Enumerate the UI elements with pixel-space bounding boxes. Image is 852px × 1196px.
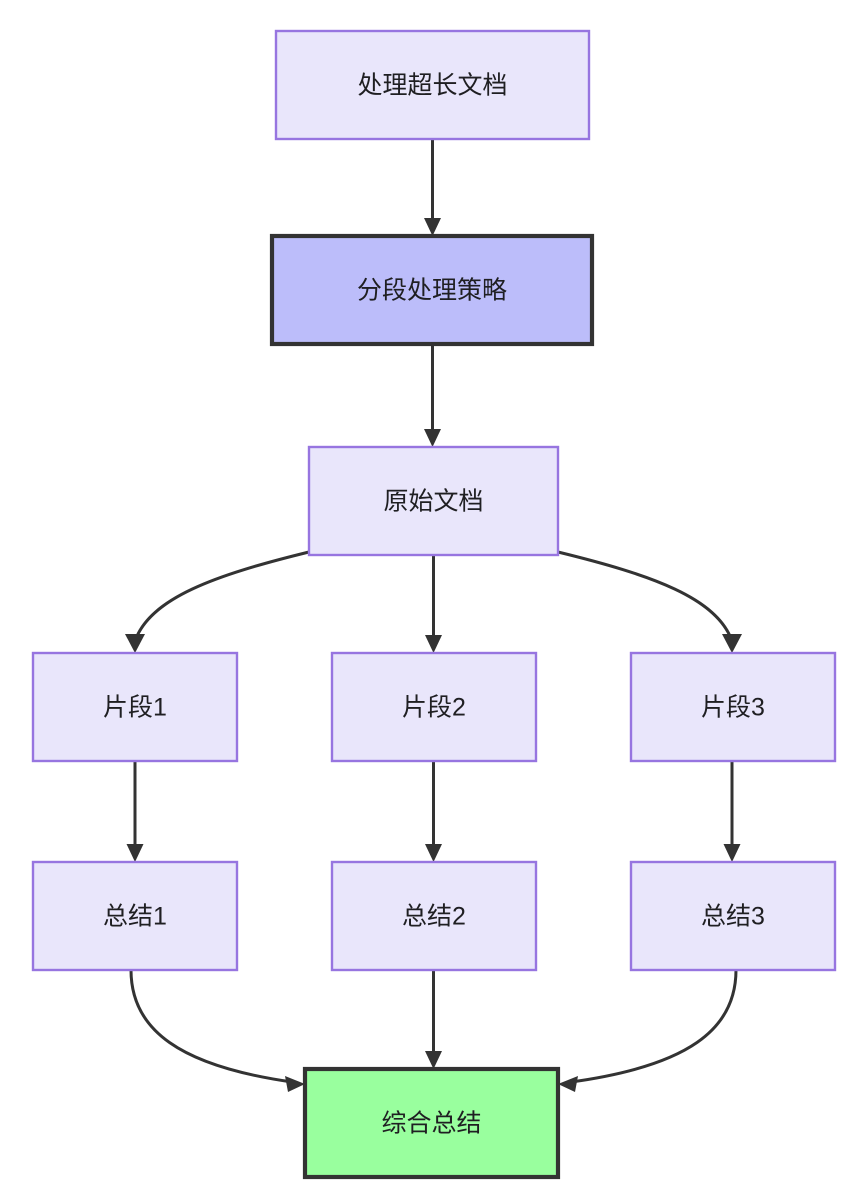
edge-source-doc-to-chunk-2 xyxy=(425,555,442,653)
edge-summary-3-to-final-summary xyxy=(558,969,738,1092)
edge-chunk-1-to-summary-1 xyxy=(126,761,144,862)
node-final-summary[interactable]: 综合总结 xyxy=(302,1066,561,1180)
node-label-chunk-2: 片段2 xyxy=(402,694,466,722)
node-layer: 处理超长文档 分段处理策略 原始文档 片段1 片段2 片段3 xyxy=(31,29,837,1180)
node-chunking-strategy[interactable]: 分段处理策略 xyxy=(269,233,595,347)
edge-chunk-2-to-summary-2 xyxy=(425,761,442,862)
node-label-process-long-document: 处理超长文档 xyxy=(357,72,507,100)
edge-source-doc-to-chunk-3 xyxy=(557,550,742,653)
edge-layer xyxy=(125,139,742,1092)
edge-source-doc-to-chunk-1 xyxy=(125,550,310,653)
node-source-document[interactable]: 原始文档 xyxy=(307,445,560,557)
node-label-chunking-strategy: 分段处理策略 xyxy=(357,277,507,305)
node-summary-1[interactable]: 总结1 xyxy=(31,860,239,972)
node-label-summary-2: 总结2 xyxy=(402,903,466,931)
node-chunk-1[interactable]: 片段1 xyxy=(31,651,239,763)
node-chunk-2[interactable]: 片段2 xyxy=(330,651,538,763)
edge-doc-long-to-strategy xyxy=(424,139,441,236)
node-process-long-document[interactable]: 处理超长文档 xyxy=(274,29,591,141)
node-chunk-3[interactable]: 片段3 xyxy=(629,651,837,763)
edge-strategy-to-source-doc xyxy=(424,344,441,447)
node-summary-3[interactable]: 总结3 xyxy=(629,860,837,972)
node-label-source-document: 原始文档 xyxy=(383,488,483,516)
edge-summary-2-to-final-summary xyxy=(425,970,442,1069)
node-label-summary-3: 总结3 xyxy=(701,903,765,931)
edge-summary-1-to-final-summary xyxy=(129,969,305,1092)
node-label-final-summary: 综合总结 xyxy=(381,1110,481,1138)
node-summary-2[interactable]: 总结2 xyxy=(330,860,538,972)
node-label-summary-1: 总结1 xyxy=(103,903,167,931)
edge-chunk-3-to-summary-3 xyxy=(723,761,741,862)
node-label-chunk-1: 片段1 xyxy=(103,694,167,722)
node-label-chunk-3: 片段3 xyxy=(701,694,765,722)
